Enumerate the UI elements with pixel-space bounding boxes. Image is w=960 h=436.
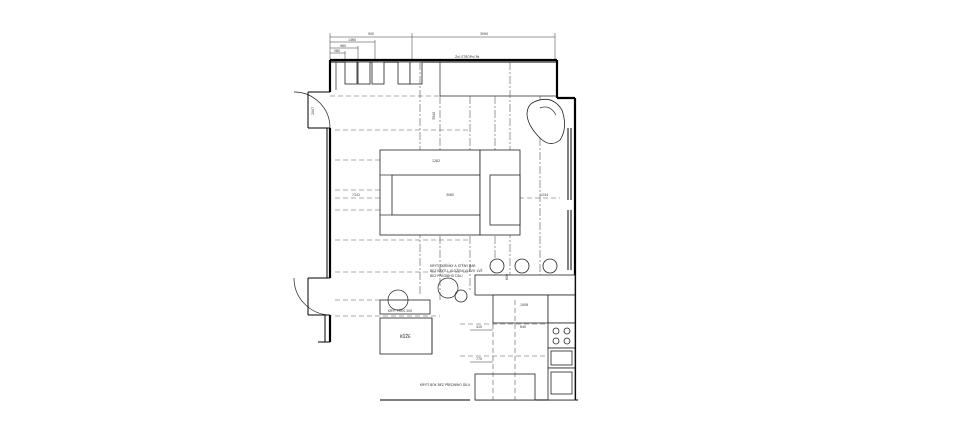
box-title: KŮŽE (400, 334, 411, 339)
kitchen-note-1: KRYTÍ SKŘÍŇKY A STĚNY BAR (430, 263, 476, 268)
dim-kitchen-3: 640 (520, 325, 526, 329)
sofa: 1282 3060 (379, 149, 521, 236)
box-unit: KRÝT PŘES 200 KŮŽE (379, 277, 459, 355)
dim-top-left: 900 (368, 32, 374, 36)
dim-center-total: 3940 (432, 112, 436, 120)
dim-top-right: 3090 (480, 32, 488, 36)
dim-kitchen-2: 1008 (520, 303, 528, 307)
dim-left-total: 7142 (352, 193, 360, 197)
ceiling-note: Zní.STROPní Pa (455, 55, 479, 59)
dim-kitchen-5: 770 (476, 357, 482, 361)
dim-sofa-depth: 1282 (432, 159, 440, 163)
kitchen-note-3: BEZ PŘEDNÍHO DÍLU (430, 273, 463, 278)
kitchen-note-2: BEZ KRYTU, VLOŽENÍ VLEVO 1VĚ (430, 268, 482, 273)
doors (293, 91, 331, 316)
dim-left-height: 2047 (311, 107, 315, 115)
kitchen: 600 1008 640 410 770 KRYTÍ SKŘÍŇKY A STĚ… (420, 258, 576, 401)
dim-kitchen-4: 410 (476, 325, 482, 329)
dim-sofa-width: 3060 (446, 193, 454, 197)
dim-sub-3: 580 (334, 49, 340, 53)
top-cabinets (335, 61, 557, 97)
top-dimensions: 900 3090 1460 960 580 Zní.STROPní Pa (329, 32, 556, 60)
dim-sub-2: 960 (340, 44, 346, 48)
side-dimensions: 2047 7142 1244 3940 (311, 107, 548, 197)
box-sub: KRÝT PŘES 200 (388, 308, 412, 313)
dim-sub-1: 1460 (348, 38, 356, 42)
armchair (526, 98, 565, 144)
dim-right-total: 1244 (540, 193, 548, 197)
bottom-note: KRYTÍ BOX BEZ PŘEDNÍHO DÍLU (420, 382, 471, 387)
dim-kitchen-1: 600 (505, 274, 509, 280)
